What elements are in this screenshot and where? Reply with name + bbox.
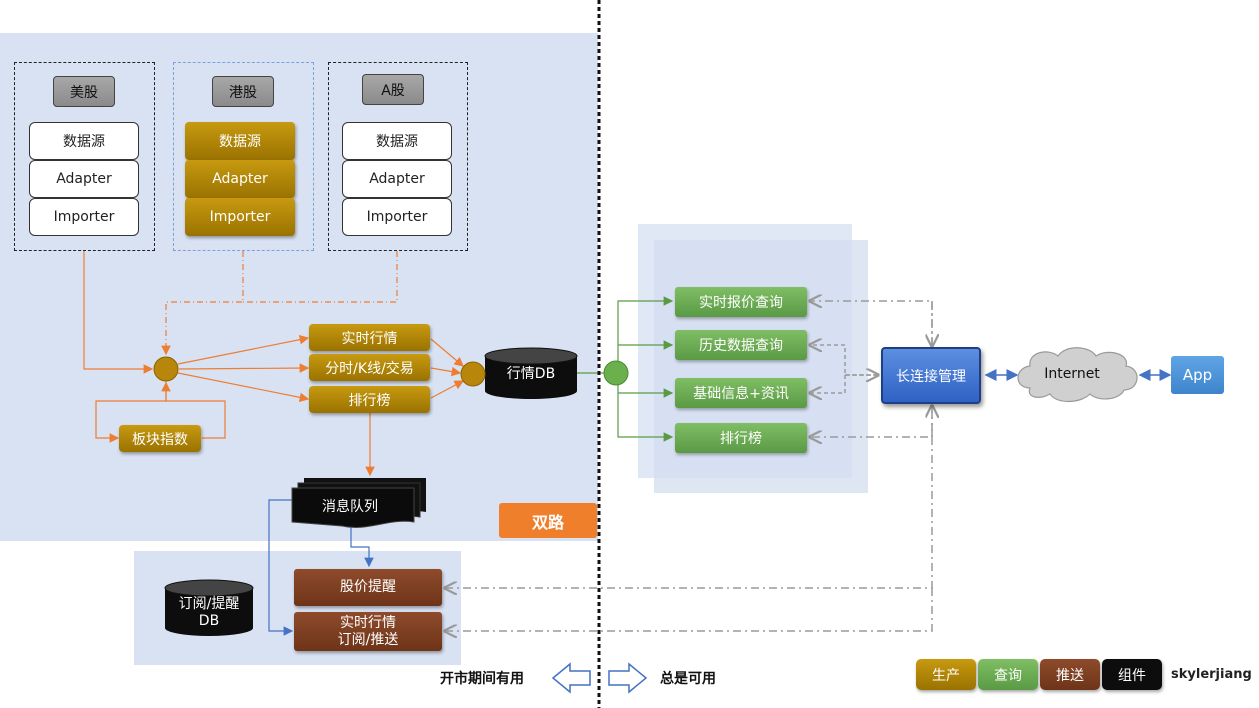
mq-label: 消息队列 bbox=[322, 499, 378, 515]
subscribe-db-label-line1: 订阅/提醒 bbox=[178, 596, 240, 612]
subscribe-db-label: 订阅/提醒 DB bbox=[165, 596, 253, 630]
subscribe-db-label-line2: DB bbox=[198, 613, 220, 629]
subscribe-db-cylinder bbox=[164, 579, 254, 636]
realtime-subscribe-line2: 订阅/推送 bbox=[337, 631, 399, 648]
a-data-source: 数据源 bbox=[342, 122, 452, 160]
legend-produce: 生产 bbox=[916, 659, 976, 690]
us-data-source: 数据源 bbox=[29, 122, 139, 160]
author-label: skylerjiang bbox=[1171, 667, 1252, 682]
us-adapter: Adapter bbox=[29, 160, 139, 198]
hk-importer: Importer bbox=[185, 198, 295, 236]
internet-cloud-shape bbox=[1017, 347, 1138, 403]
arrow-right-outline bbox=[608, 662, 648, 694]
us-market-tag: 美股 bbox=[53, 76, 115, 107]
dual-path-badge: 双路 bbox=[499, 503, 597, 538]
merge-node-2 bbox=[460, 361, 486, 387]
us-market-group bbox=[14, 62, 155, 251]
message-queue-shape bbox=[291, 478, 426, 528]
us-importer: Importer bbox=[29, 198, 139, 236]
legend-component: 组件 bbox=[1102, 659, 1162, 690]
hk-market-group bbox=[173, 62, 314, 251]
ranking-produce-box: 排行榜 bbox=[309, 386, 430, 413]
availability-right-label: 总是可用 bbox=[660, 671, 716, 687]
hk-data-source: 数据源 bbox=[185, 122, 295, 160]
kline-trade-box: 分时/K线/交易 bbox=[309, 354, 430, 381]
legend-query: 查询 bbox=[978, 659, 1038, 690]
realtime-quote-box: 实时行情 bbox=[309, 324, 430, 351]
availability-left-label: 开市期间有用 bbox=[440, 671, 524, 687]
a-adapter: Adapter bbox=[342, 160, 452, 198]
merge-node-1 bbox=[153, 356, 179, 382]
a-market-group bbox=[328, 62, 468, 251]
app-box: App bbox=[1171, 356, 1224, 394]
arrow-left-outline bbox=[551, 662, 591, 694]
sector-index-box: 板块指数 bbox=[119, 425, 201, 452]
realtime-subscribe-line1: 实时行情 bbox=[340, 614, 396, 631]
internet-label: Internet bbox=[1044, 366, 1100, 382]
price-alert-box: 股价提醒 bbox=[294, 569, 442, 606]
basic-info-query-box: 基础信息+资讯 bbox=[675, 378, 807, 408]
connection-manager-box: 长连接管理 bbox=[881, 347, 981, 404]
query-merge-node bbox=[603, 360, 629, 386]
producer-panel bbox=[0, 33, 598, 541]
a-importer: Importer bbox=[342, 198, 452, 236]
hk-adapter: Adapter bbox=[185, 160, 295, 198]
quote-db-label: 行情DB bbox=[506, 366, 556, 382]
quote-db-cylinder bbox=[484, 347, 578, 399]
ranking-query-box: 排行榜 bbox=[675, 423, 807, 453]
realtime-quote-query-box: 实时报价查询 bbox=[675, 287, 807, 317]
legend-push: 推送 bbox=[1040, 659, 1100, 690]
hk-market-tag: 港股 bbox=[212, 76, 274, 107]
realtime-subscribe-box: 实时行情 订阅/推送 bbox=[294, 612, 442, 651]
history-query-box: 历史数据查询 bbox=[675, 330, 807, 360]
a-market-tag: A股 bbox=[362, 74, 424, 105]
